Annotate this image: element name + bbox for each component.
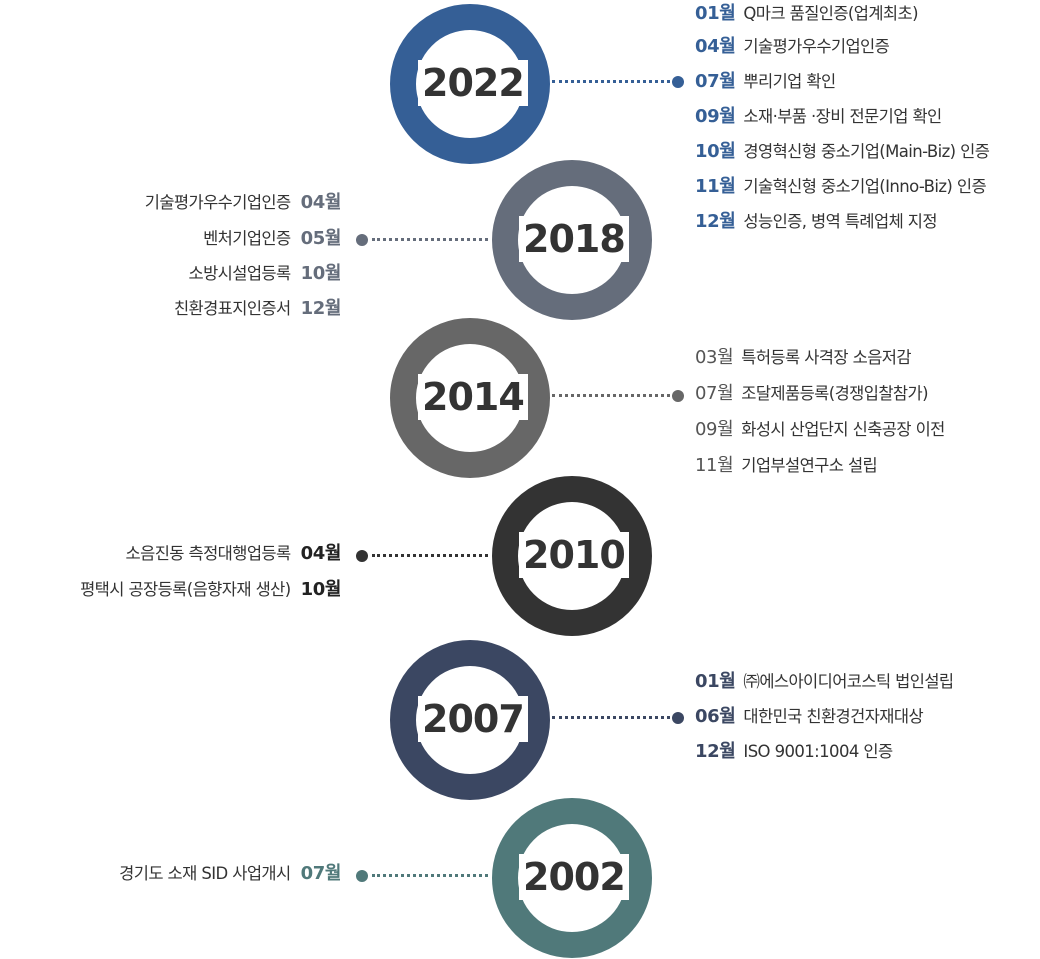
event-item: 친환경표지인증서 12월 (174, 297, 341, 321)
event-text: ISO 9001:1004 인증 (743, 742, 893, 761)
event-item: 07월 조달제품등록(경쟁입찰참가) (695, 382, 929, 406)
connector (356, 870, 490, 882)
event-text: 성능인증, 병역 특례업체 지정 (743, 212, 937, 231)
event-text: 경영혁신형 중소기업(Main-Biz) 인증 (743, 142, 990, 161)
connector (552, 712, 684, 724)
event-month: 12월 (695, 211, 736, 232)
dotted-line (552, 716, 670, 719)
bullet-icon (672, 712, 684, 724)
event-month: 04월 (300, 543, 342, 564)
event-month: 01월 (695, 671, 736, 692)
dotted-line (372, 238, 488, 241)
event-month: 10월 (695, 141, 736, 162)
event-item: 12월 성능인증, 병역 특례업체 지정 (695, 210, 938, 234)
bullet-icon (356, 870, 368, 882)
event-month: 09월 (695, 419, 734, 440)
event-item: 01월 Q마크 품질인증(업계최초) (695, 2, 919, 26)
event-item: 소방시설업등록 10월 (188, 262, 342, 286)
connector (356, 550, 490, 562)
connector (356, 234, 490, 246)
year-label: 2010 (519, 532, 629, 578)
event-text: 화성시 산업단지 신축공장 이전 (741, 420, 945, 439)
event-item: 04월 기술평가우수기업인증 (695, 35, 890, 59)
event-item: 경기도 소재 SID 사업개시 07월 (119, 862, 341, 886)
event-item: 평택시 공장등록(음향자재 생산) 10월 (80, 578, 341, 602)
dotted-line (372, 554, 488, 557)
event-item: 09월 소재·부품 ·장비 전문기업 확인 (695, 105, 942, 129)
event-item: 07월 뿌리기업 확인 (695, 70, 836, 94)
event-item: 11월 기업부설연구소 설립 (695, 454, 878, 478)
event-item: 기술평가우수기업인증 04월 (144, 191, 342, 215)
event-month: 03월 (695, 347, 734, 368)
bullet-icon (356, 234, 368, 246)
event-text: 소방시설업등록 (188, 264, 292, 283)
event-item: 01월 ㈜에스아이디어코스틱 법인설립 (695, 670, 954, 694)
year-label: 2018 (519, 216, 629, 262)
connector (552, 76, 684, 88)
event-item: 소음진동 측정대행업등록 04월 (125, 542, 342, 566)
dotted-line (552, 394, 670, 397)
event-month: 04월 (300, 192, 342, 213)
bullet-icon (672, 390, 684, 402)
event-item: 벤처기업인증 05월 (203, 227, 341, 251)
bullet-icon (672, 76, 684, 88)
connector (552, 390, 684, 402)
event-text: 기술평가우수기업인증 (144, 193, 291, 212)
event-text: 소재·부품 ·장비 전문기업 확인 (743, 107, 942, 126)
year-label: 2022 (418, 60, 528, 106)
event-text: Q마크 품질인증(업계최초) (743, 4, 918, 23)
event-month: 10월 (300, 263, 342, 284)
event-month: 07월 (695, 71, 736, 92)
event-text: 기업부설연구소 설립 (741, 456, 878, 475)
event-item: 11월 기술혁신형 중소기업(Inno-Biz) 인증 (695, 175, 987, 199)
dotted-line (372, 874, 488, 877)
event-text: 소음진동 측정대행업등록 (125, 544, 292, 563)
event-month: 12월 (300, 298, 342, 319)
year-label: 2007 (418, 696, 528, 742)
year-ring (492, 476, 652, 636)
event-item: 10월 경영혁신형 중소기업(Main-Biz) 인증 (695, 140, 990, 164)
dotted-line (552, 80, 670, 83)
event-month: 07월 (300, 863, 342, 884)
event-text: 조달제품등록(경쟁입찰참가) (741, 384, 928, 403)
event-month: 12월 (695, 741, 736, 762)
event-month: 04월 (695, 36, 736, 57)
event-text: 평택시 공장등록(음향자재 생산) (80, 580, 291, 599)
event-month: 11월 (695, 176, 736, 197)
event-text: 경기도 소재 SID 사업개시 (119, 864, 291, 883)
event-text: 대한민국 친환경건자재대상 (743, 707, 924, 726)
event-month: 10월 (300, 579, 342, 600)
event-month: 11월 (695, 455, 734, 476)
event-month: 06월 (695, 706, 736, 727)
event-month: 05월 (300, 228, 342, 249)
event-month: 07월 (695, 383, 734, 404)
event-item: 03월 특허등록 사격장 소음저감 (695, 346, 912, 370)
bullet-icon (356, 550, 368, 562)
event-text: 특허등록 사격장 소음저감 (741, 348, 911, 367)
event-item: 09월 화성시 산업단지 신축공장 이전 (695, 418, 945, 442)
event-item: 12월 ISO 9001:1004 인증 (695, 740, 893, 764)
event-item: 06월 대한민국 친환경건자재대상 (695, 705, 924, 729)
event-text: 벤처기업인증 (203, 229, 291, 248)
event-text: 뿌리기업 확인 (743, 72, 836, 91)
event-month: 09월 (695, 106, 736, 127)
year-label: 2002 (519, 854, 629, 900)
event-text: 기술혁신형 중소기업(Inno-Biz) 인증 (743, 177, 987, 196)
year-label: 2014 (418, 374, 528, 420)
event-text: 기술평가우수기업인증 (743, 37, 890, 56)
event-text: ㈜에스아이디어코스틱 법인설립 (743, 672, 954, 691)
event-text: 친환경표지인증서 (173, 299, 291, 318)
event-month: 01월 (695, 3, 736, 24)
